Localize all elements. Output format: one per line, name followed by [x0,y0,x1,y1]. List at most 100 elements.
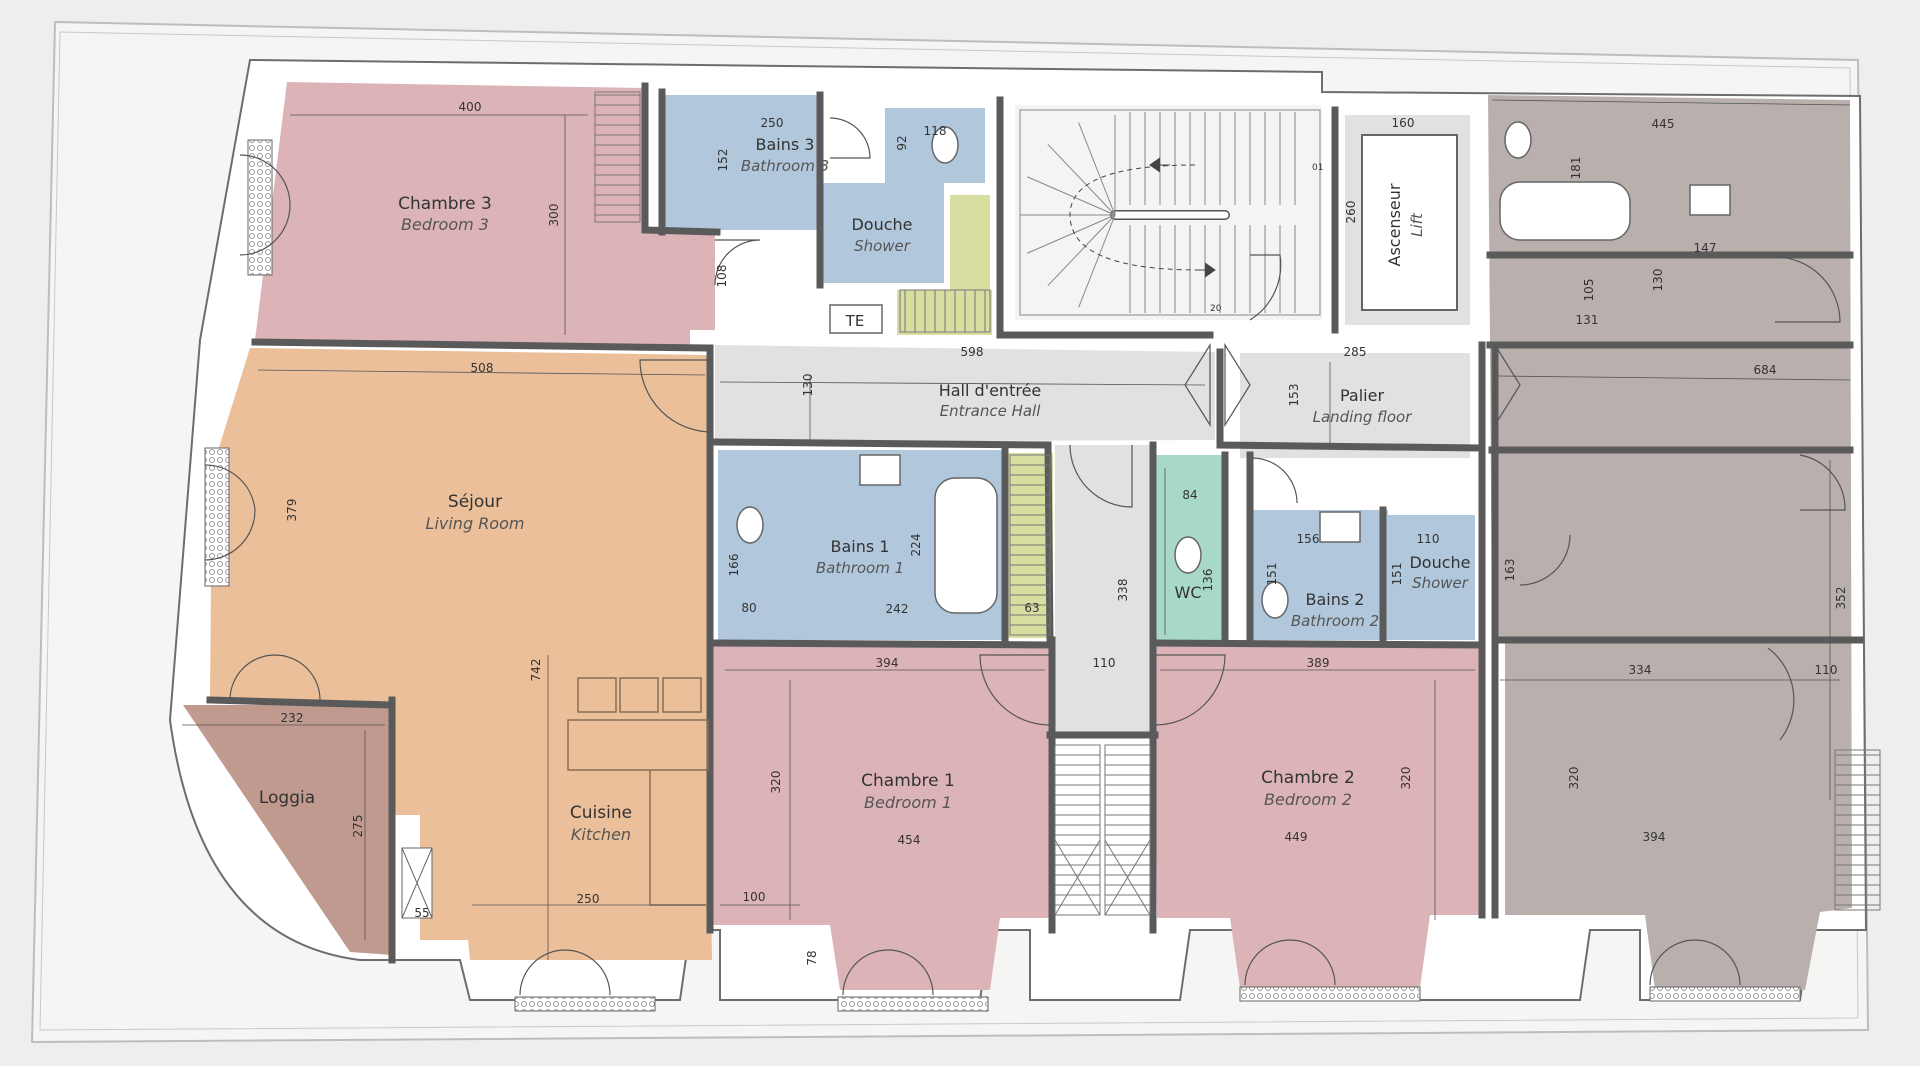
room-bains-3 [663,95,817,230]
dim: 92 [895,135,909,150]
window-chambre-3 [247,139,273,276]
wardrobe-chambre-3 [594,91,641,223]
dim: 156 [1297,532,1320,546]
dim: 131 [1576,313,1599,327]
dim: 300 [547,204,561,227]
toilet-wc [1174,536,1202,574]
plan-frame [39,31,1859,1031]
wardrobes [401,91,1881,919]
window-chambre-1 [837,996,989,1012]
sink-neighbor [1689,184,1731,216]
label-ascenseur-en: Lift [1408,212,1426,237]
stair-mark-bottom: 20 [1210,304,1222,314]
label-bains-1-fr: Bains 1 [831,537,890,556]
dim: 352 [1834,587,1848,610]
label-chambre-1-fr: Chambre 1 [861,771,955,791]
label-chambre-2-en: Bedroom 2 [1264,790,1352,809]
window-neighbor [1649,986,1801,1002]
dim: 454 [898,833,921,847]
dim: 147 [1694,241,1717,255]
dim: 118 [924,124,947,138]
dim: 78 [805,950,819,965]
dim: 598 [961,345,984,359]
dim: 275 [351,815,365,838]
label-bains-3-fr: Bains 3 [756,135,815,154]
dim: 285 [1344,345,1367,359]
dim: 163 [1503,559,1517,582]
dim: 338 [1116,579,1130,602]
label-douche-2-en: Shower [1412,574,1469,592]
dim: 445 [1652,117,1675,131]
dim: 130 [1651,269,1665,292]
sink-bains-1 [859,454,901,486]
dim: 80 [741,601,756,615]
label-douche-2-fr: Douche [1409,553,1470,572]
water-heater [829,304,883,334]
label-cuisine-fr: Cuisine [570,803,632,823]
dim: 260 [1344,201,1358,224]
dim: 242 [886,602,909,616]
bathtub-neighbor [1499,181,1631,241]
label-chambre-3-en: Bedroom 3 [401,215,489,234]
room-chambre-1 [710,645,1050,990]
dim: 379 [285,499,299,522]
internal-walls [206,82,1864,964]
dim: 110 [1417,532,1440,546]
dim: 55 [414,906,429,920]
room-hall [715,345,1215,442]
dim: 320 [1399,767,1413,790]
dim: 166 [727,554,741,577]
label-bains-2-fr: Bains 2 [1306,590,1365,609]
label-sejour-fr: Séjour [448,492,502,512]
dim: 84 [1182,488,1197,502]
label-palier-fr: Palier [1340,386,1384,405]
window-cuisine [514,996,656,1012]
stair-mark-top: 01 [1312,163,1323,173]
dimension-labels: 400 300 250 152 92 118 108 160 260 445 1… [281,100,1848,966]
dim: 151 [1390,563,1404,586]
dim: 130 [801,374,815,397]
dim: 684 [1754,363,1777,377]
dim: 232 [281,711,304,725]
dim: 108 [715,265,729,288]
toilet-bains-1 [736,506,764,544]
label-sejour-en: Living Room [426,514,525,533]
sink-bains-2 [1319,511,1361,543]
neighbor-corridor [1490,345,1850,445]
dim: 224 [909,534,923,557]
fixtures: TE [736,121,1731,619]
wardrobe-neighbor [1834,749,1881,911]
label-chambre-3-fr: Chambre 3 [398,194,492,214]
wardrobe-bains-1 [1009,454,1051,636]
dim: 153 [1287,384,1301,407]
doors [204,117,1846,996]
dim: 181 [1569,157,1583,180]
dimension-lines [182,99,1851,960]
wardrobe-chambre-2 [1104,744,1151,916]
dim: 250 [761,116,784,130]
lift-car [1361,134,1458,311]
label-chambre-1-en: Bedroom 1 [864,793,952,812]
label-bains-3-en: Bathroom 3 [741,157,829,175]
dim: 110 [1815,663,1838,677]
room-labels: Chambre 3 Bedroom 3 Bains 3 Bathroom 3 D… [259,135,1471,844]
toilet-bains-2 [1261,581,1289,619]
window-sejour [204,447,230,587]
label-hall-fr: Hall d'entrée [939,381,1042,400]
room-chambre-2 [1155,645,1480,988]
toilet-bains-3 [931,126,959,164]
dim: 334 [1629,663,1652,677]
label-douche-top-fr: Douche [851,215,912,234]
dim: 136 [1201,569,1215,592]
wardrobe-douche [899,289,991,333]
water-heater-label: TE [845,312,865,330]
dim: 508 [471,361,494,375]
room-sejour [210,348,712,960]
dim: 160 [1392,116,1415,130]
dim: 250 [577,892,600,906]
dim: 105 [1582,279,1596,302]
room-douche-2 [1385,515,1475,640]
dim: 100 [743,890,766,904]
dim: 400 [459,100,482,114]
